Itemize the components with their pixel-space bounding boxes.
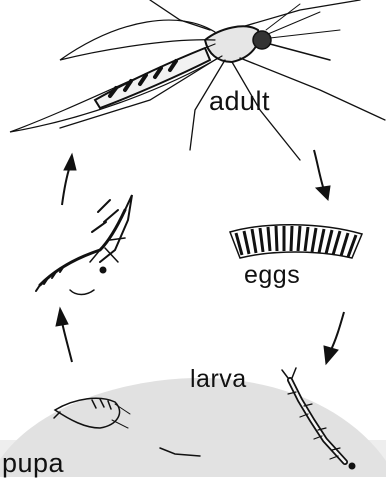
- stage-label-adult: adult: [209, 88, 270, 115]
- arrow-down-icon: [314, 150, 330, 200]
- emerging-adult-icon: [36, 195, 132, 295]
- arrow-up-icon: [62, 154, 76, 205]
- arrow-up-icon: [56, 308, 72, 362]
- egg-raft-icon: [230, 225, 362, 258]
- stage-label-larva: larva: [190, 367, 247, 392]
- arrow-down-icon: [324, 312, 344, 364]
- stage-label-pupa: pupa: [2, 450, 64, 477]
- cycle-arrows: [56, 150, 344, 364]
- mosquito-icon: [10, 0, 385, 160]
- stage-label-eggs: eggs: [244, 263, 300, 288]
